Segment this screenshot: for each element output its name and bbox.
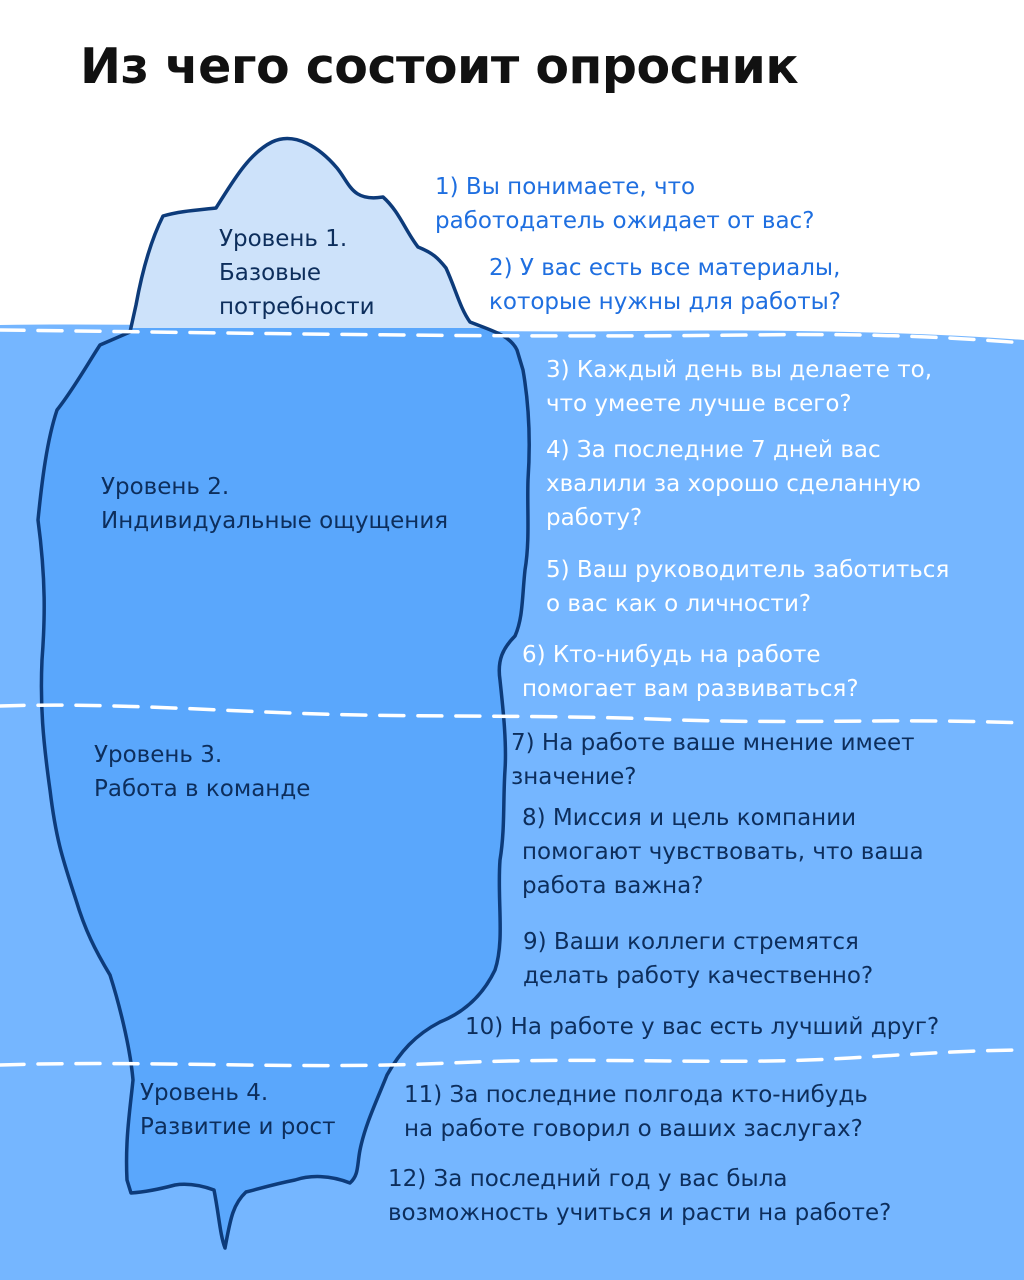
question-10: 10) На работе у вас есть лучший друг?: [465, 1010, 939, 1044]
question-8-line-2: помогают чувствовать, что ваша: [522, 839, 924, 865]
question-1-line-2: работодатель ожидает от вас?: [435, 208, 815, 234]
question-3-line-1: 3) Каждый день вы делаете то,: [546, 357, 933, 383]
question-8-line-1: 8) Миссия и цель компании: [522, 805, 857, 831]
level-1-line-2: Базовые: [219, 260, 322, 286]
question-2: 2) У вас есть все материалы, которые нуж…: [489, 251, 841, 319]
iceberg-body: [38, 328, 530, 1248]
level-4-label: Уровень 4. Развитие и рост: [140, 1076, 335, 1144]
question-5: 5) Ваш руководитель заботиться о вас как…: [546, 553, 949, 621]
question-12: 12) За последний год у вас была возможно…: [388, 1162, 891, 1230]
divider-level-3-4: [0, 1048, 1024, 1068]
question-9-line-1: 9) Ваши коллеги стремятся: [523, 929, 859, 955]
question-1: 1) Вы понимаете, что работодатель ожидае…: [435, 170, 814, 238]
question-12-line-2: возможность учиться и расти на работе?: [388, 1200, 892, 1226]
question-6-line-2: помогает вам развиваться?: [522, 676, 859, 702]
level-3-line-2: Работа в команде: [94, 776, 311, 802]
question-3-line-2: что умеете лучше всего?: [546, 391, 852, 417]
question-3: 3) Каждый день вы делаете то, что умеете…: [546, 353, 932, 421]
question-9-line-2: делать работу качественно?: [523, 963, 874, 989]
level-3-line-1: Уровень 3.: [94, 742, 223, 768]
question-11-line-2: на работе говорил о ваших заслугах?: [404, 1116, 863, 1142]
question-7: 7) На работе ваше мнение имеет значение?: [511, 726, 915, 794]
level-4-line-2: Развитие и рост: [140, 1114, 336, 1140]
question-7-line-2: значение?: [511, 764, 637, 790]
question-7-line-1: 7) На работе ваше мнение имеет: [511, 730, 915, 756]
divider-water-line: [0, 328, 1024, 345]
level-1-label: Уровень 1. Базовые потребности: [219, 222, 375, 324]
iceberg-tip: [116, 138, 507, 338]
level-1-line-1: Уровень 1.: [219, 226, 348, 252]
question-4-line-1: 4) За последние 7 дней вас: [546, 437, 881, 463]
level-4-line-1: Уровень 4.: [140, 1080, 269, 1106]
level-3-label: Уровень 3. Работа в команде: [94, 738, 310, 806]
question-4: 4) За последние 7 дней вас хвалили за хо…: [546, 433, 921, 535]
question-11-line-1: 11) За последние полгода кто-нибудь: [404, 1082, 868, 1108]
question-8-line-3: работа важна?: [522, 873, 704, 899]
question-6: 6) Кто-нибудь на работе помогает вам раз…: [522, 638, 859, 706]
question-5-line-2: о вас как о личности?: [546, 591, 812, 617]
question-4-line-2: хвалили за хорошо сделанную: [546, 471, 921, 497]
question-8: 8) Миссия и цель компании помогают чувст…: [522, 801, 924, 903]
question-2-line-2: которые нужны для работы?: [489, 289, 841, 315]
question-6-line-1: 6) Кто-нибудь на работе: [522, 642, 821, 668]
level-2-label: Уровень 2. Индивидуальные ощущения: [101, 470, 448, 538]
iceberg-outline: [36, 136, 531, 1250]
level-2-line-2: Индивидуальные ощущения: [101, 508, 449, 534]
question-10-line-1: 10) На работе у вас есть лучший друг?: [465, 1014, 940, 1040]
level-2-line-1: Уровень 2.: [101, 474, 230, 500]
page-title: Из чего состоит опросник: [80, 38, 799, 95]
divider-level-2-3: [0, 703, 1024, 725]
level-1-line-3: потребности: [219, 294, 375, 320]
question-1-line-1: 1) Вы понимаете, что: [435, 174, 696, 200]
question-4-line-3: работу?: [546, 505, 643, 531]
question-5-line-1: 5) Ваш руководитель заботиться: [546, 557, 950, 583]
question-11: 11) За последние полгода кто-нибудь на р…: [404, 1078, 868, 1146]
question-2-line-1: 2) У вас есть все материалы,: [489, 255, 841, 281]
question-12-line-1: 12) За последний год у вас была: [388, 1166, 788, 1192]
question-9: 9) Ваши коллеги стремятся делать работу …: [523, 925, 873, 993]
